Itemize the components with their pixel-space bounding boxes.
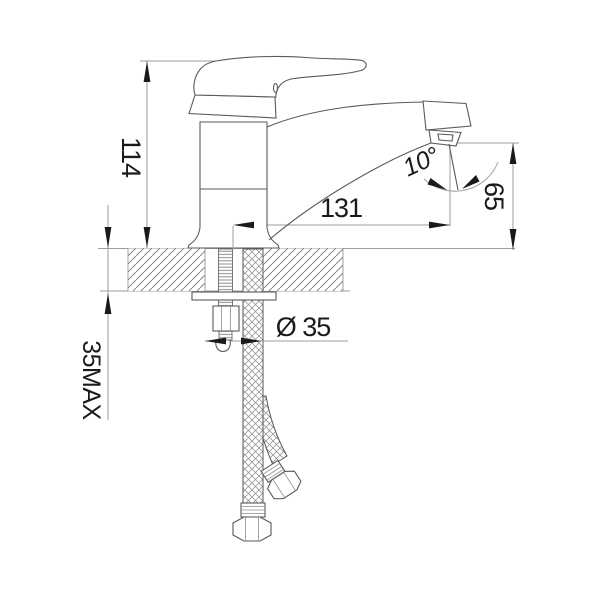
washer-plate bbox=[191, 291, 277, 301]
handle-indicator bbox=[272, 82, 279, 94]
handle-lever bbox=[193, 55, 367, 98]
spout-head bbox=[422, 100, 472, 131]
dimension-arrows bbox=[104, 61, 517, 345]
aerator-axis-line bbox=[448, 143, 459, 191]
dim-label-deck-thickness: 35MAX bbox=[77, 340, 105, 420]
dim-label-aerator-height: 65 bbox=[479, 182, 509, 210]
angle-indication bbox=[232, 143, 499, 250]
handle-cap bbox=[188, 94, 277, 119]
supply-hose-left bbox=[242, 248, 264, 506]
faucet-body bbox=[187, 121, 280, 249]
dim-label-hole-diameter: Ø 35 bbox=[276, 312, 331, 342]
dim-label-total-height: 114 bbox=[116, 137, 146, 178]
countertop-cross-section bbox=[127, 248, 344, 291]
dim-label-spout-angle: 10° bbox=[399, 141, 444, 182]
aerator-detail bbox=[437, 133, 454, 142]
faucet-spout bbox=[266, 100, 472, 241]
mounting-nut bbox=[212, 305, 240, 332]
mounting-stud bbox=[191, 248, 277, 353]
hose-fitting-left bbox=[232, 502, 272, 542]
hose-fitting-right bbox=[260, 459, 302, 500]
faucet-handle bbox=[188, 55, 367, 119]
dim-label-spout-reach: 131 bbox=[320, 193, 362, 223]
aerator bbox=[428, 129, 462, 147]
